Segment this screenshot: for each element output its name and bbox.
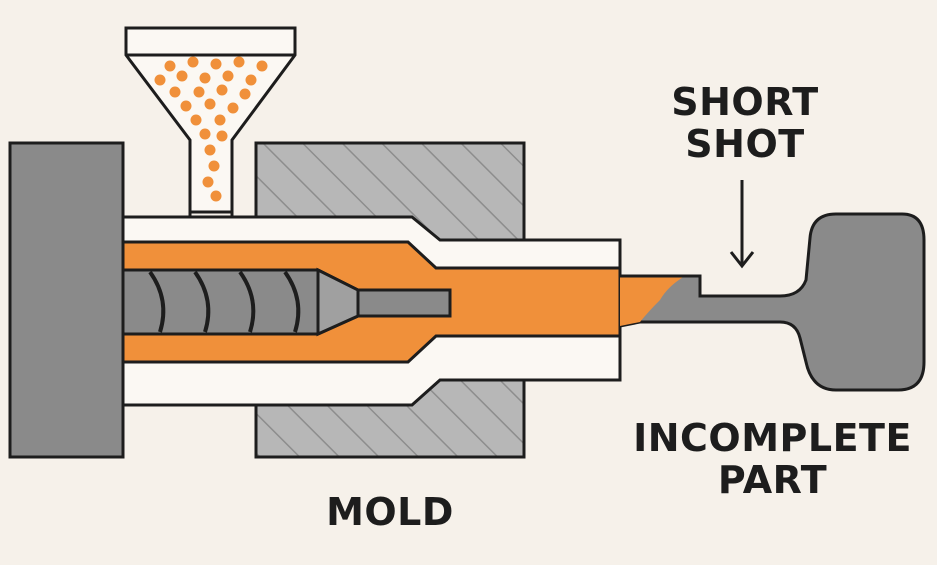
press-block (8, 141, 125, 459)
incomplete-part-line-1: INCOMPLETE (633, 416, 912, 460)
screw-flights (148, 270, 301, 333)
pellet (164, 60, 176, 72)
pellet (193, 86, 205, 98)
pellet (245, 74, 257, 86)
incomplete-part-label: INCOMPLETE PART (620, 416, 925, 502)
pellet (154, 74, 166, 86)
incomplete-part (618, 212, 926, 392)
short-shot-label: SHORT SHOT (650, 80, 840, 166)
pellet (199, 128, 211, 140)
mold-label: MOLD (326, 490, 454, 534)
short-shot-line-2: SHOT (685, 121, 805, 166)
pellet (176, 70, 188, 82)
arrow-down-icon (729, 180, 755, 269)
pellet (210, 190, 222, 202)
incomplete-part-line-2: PART (717, 457, 828, 502)
pellet (214, 114, 226, 126)
screw-nozzle (356, 288, 452, 318)
pellet (199, 72, 211, 84)
pellet (256, 60, 268, 72)
pellet (216, 84, 228, 96)
pellet (227, 102, 239, 114)
plastic-pellets (154, 56, 268, 202)
pellet (210, 58, 222, 70)
pellet (239, 88, 251, 100)
melt-front (620, 276, 685, 326)
pellet (204, 144, 216, 156)
pellet (169, 86, 181, 98)
pellet (202, 176, 214, 188)
pellet (190, 114, 202, 126)
pellet (216, 130, 228, 142)
pellet (222, 70, 234, 82)
funnel-icon (124, 26, 297, 214)
pellet (187, 56, 199, 68)
short-shot-line-1: SHORT (671, 80, 819, 124)
pellet (180, 100, 192, 112)
pellet (233, 56, 245, 68)
pellet (208, 160, 220, 172)
pellet (204, 98, 216, 110)
